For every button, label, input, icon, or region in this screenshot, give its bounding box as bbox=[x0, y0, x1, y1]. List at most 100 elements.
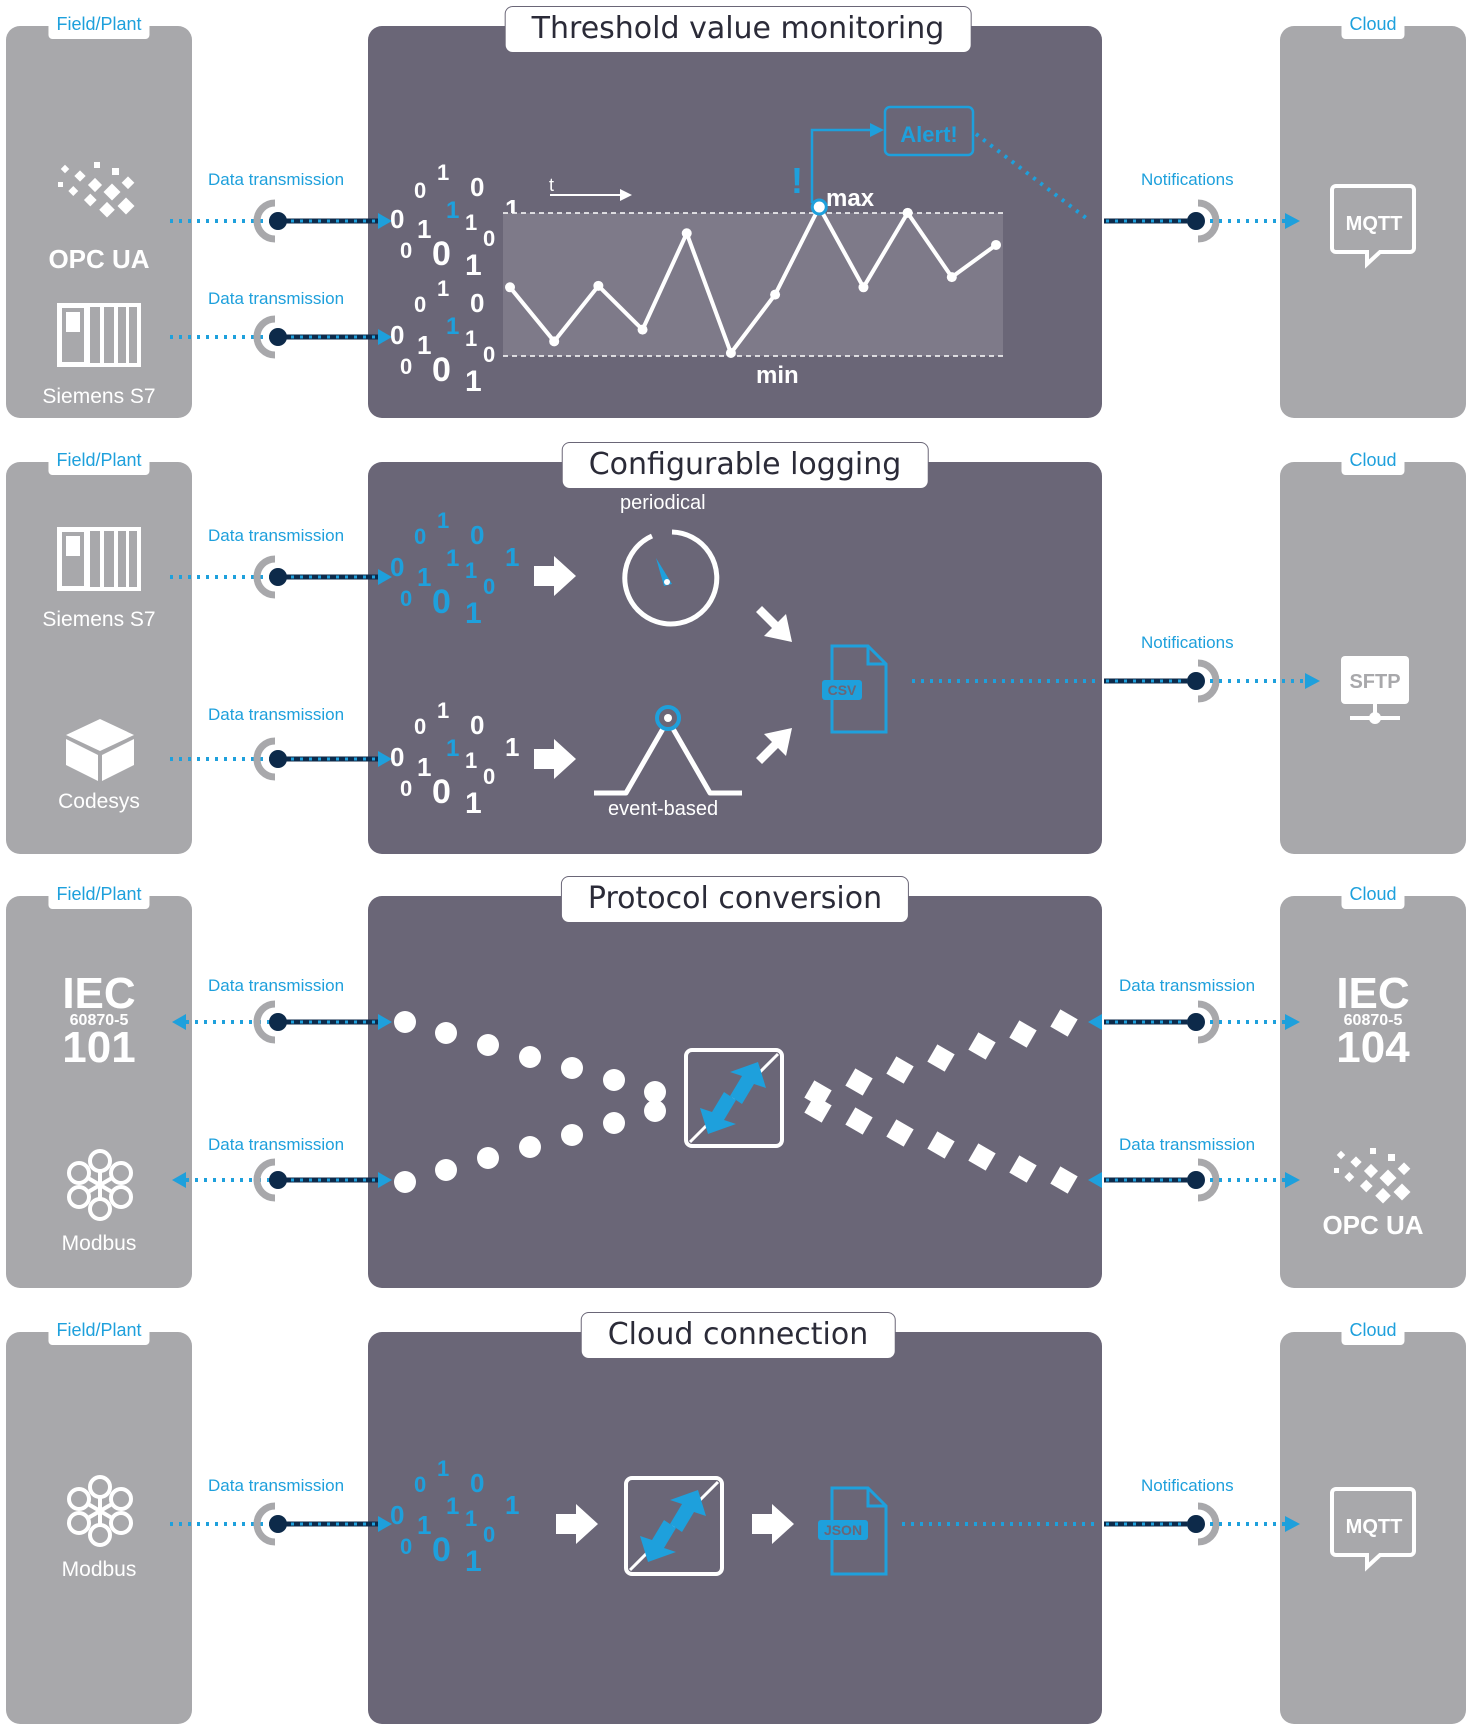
svg-text:1: 1 bbox=[417, 1510, 431, 1540]
alert-label: Alert! bbox=[900, 122, 957, 147]
title-cloud-connection: Cloud connection bbox=[580, 1312, 896, 1359]
field-plant-label: Field/Plant bbox=[48, 12, 150, 39]
threshold-point bbox=[858, 282, 869, 293]
section-threshold: Field/Plant Cloud bbox=[0, 0, 1477, 418]
field-plant-panel: Field/Plant bbox=[6, 882, 192, 1288]
connector-left-bottom bbox=[170, 737, 392, 781]
svg-text:1: 1 bbox=[465, 787, 482, 820]
data-transmission-label-2: Data transmission bbox=[208, 705, 345, 724]
svg-text:0: 0 bbox=[432, 1531, 451, 1569]
converter-icon bbox=[624, 1476, 724, 1576]
svg-text:1: 1 bbox=[437, 508, 449, 533]
connector-left-top bbox=[170, 555, 392, 599]
arrow-diag-down bbox=[756, 606, 792, 642]
threshold-point bbox=[637, 324, 648, 335]
svg-text:0: 0 bbox=[432, 773, 451, 811]
svg-text:1: 1 bbox=[417, 214, 431, 244]
svg-text:0: 0 bbox=[432, 351, 451, 389]
svg-text:1: 1 bbox=[465, 249, 482, 282]
mqtt-icon bbox=[1330, 184, 1416, 269]
codesys-label: Codesys bbox=[58, 790, 140, 813]
threshold-point bbox=[946, 272, 957, 283]
svg-text:0: 0 bbox=[400, 1534, 412, 1559]
iec101-logo: IEC 60870-5 101 bbox=[6, 969, 192, 1072]
svg-text:1: 1 bbox=[417, 330, 431, 360]
svg-text:0: 0 bbox=[483, 342, 495, 367]
arrow-right-bottom bbox=[534, 739, 576, 779]
threshold-diagram: 01 01 01 11 00 01 01 01 01 11 00 01 t ma… bbox=[57, 105, 1416, 398]
data-transmission-label-2: Data transmission bbox=[208, 289, 345, 308]
connector-left-bottom bbox=[172, 1158, 392, 1202]
iec101-big-bottom: 101 bbox=[62, 1023, 136, 1072]
opcua-icon bbox=[58, 162, 135, 218]
data-transmission-label-1: Data transmission bbox=[208, 526, 345, 545]
threshold-point bbox=[770, 289, 781, 300]
arrow-right-top bbox=[534, 556, 576, 596]
logging-panel bbox=[368, 462, 1102, 854]
svg-text:1: 1 bbox=[465, 748, 477, 773]
svg-text:0: 0 bbox=[400, 238, 412, 263]
svg-text:0: 0 bbox=[400, 354, 412, 379]
threshold-point bbox=[681, 228, 692, 239]
svg-text:0: 0 bbox=[414, 1472, 426, 1497]
title-logging: Configurable logging bbox=[561, 442, 929, 489]
svg-text:0: 0 bbox=[390, 320, 404, 350]
svg-text:1: 1 bbox=[465, 326, 477, 351]
sftp-icon bbox=[1341, 656, 1409, 724]
arrow-diag-up bbox=[756, 728, 792, 764]
svg-text:0: 0 bbox=[390, 1500, 404, 1530]
svg-text:0: 0 bbox=[483, 226, 495, 251]
svg-text:1: 1 bbox=[437, 276, 449, 301]
field-plant-label: Field/Plant bbox=[48, 1318, 150, 1345]
svg-text:0: 0 bbox=[390, 742, 404, 772]
svg-text:1: 1 bbox=[465, 365, 482, 398]
threshold-point bbox=[902, 207, 913, 218]
alert-path bbox=[810, 123, 1092, 223]
svg-text:0: 0 bbox=[390, 552, 404, 582]
max-label: max bbox=[826, 185, 875, 212]
time-arrow bbox=[550, 189, 632, 201]
time-label: t bbox=[549, 175, 554, 195]
iec104-big-bottom: 104 bbox=[1336, 1023, 1410, 1072]
data-transmission-label-4: Data transmission bbox=[1119, 1135, 1256, 1154]
title-protocol: Protocol conversion bbox=[560, 876, 910, 923]
svg-text:1: 1 bbox=[465, 558, 477, 583]
cloud-label: Cloud bbox=[1341, 12, 1405, 39]
iec104-logo: IEC 60870-5 104 bbox=[1280, 972, 1466, 1072]
opcua-icon bbox=[1334, 1148, 1411, 1204]
svg-text:1: 1 bbox=[505, 542, 519, 572]
svg-text:1: 1 bbox=[446, 735, 459, 762]
siemens-s7-label: Siemens S7 bbox=[42, 608, 156, 631]
cloud-panel: Cloud bbox=[1280, 1318, 1466, 1724]
siemens-s7-label: Siemens S7 bbox=[42, 385, 156, 408]
svg-text:1: 1 bbox=[446, 313, 459, 340]
notifications-label: Notifications bbox=[1141, 1476, 1234, 1495]
svg-text:0: 0 bbox=[414, 714, 426, 739]
svg-text:0: 0 bbox=[470, 1468, 484, 1498]
svg-text:1: 1 bbox=[437, 160, 449, 185]
threshold-point bbox=[991, 239, 1001, 250]
converter-icon bbox=[684, 1048, 784, 1148]
connector-right-bottom bbox=[1088, 1158, 1300, 1202]
iec101-big-top: IEC bbox=[62, 969, 136, 1018]
clock-icon bbox=[622, 529, 720, 627]
arrow-right-2 bbox=[752, 1504, 794, 1544]
json-file-icon bbox=[818, 1486, 888, 1576]
threshold-point bbox=[505, 282, 515, 293]
svg-text:0: 0 bbox=[400, 776, 412, 801]
section-logging: Field/Plant Cloud bbox=[0, 436, 1477, 854]
periodical-label: periodical bbox=[620, 492, 706, 514]
cloud-panel: Cloud bbox=[1280, 882, 1466, 1288]
connector-left-bottom bbox=[170, 315, 392, 359]
field-plant-label: Field/Plant bbox=[48, 448, 150, 475]
connector-right bbox=[912, 659, 1320, 703]
svg-text:1: 1 bbox=[505, 732, 519, 762]
svg-text:1: 1 bbox=[446, 545, 459, 572]
codesys-icon bbox=[66, 719, 134, 781]
svg-text:0: 0 bbox=[470, 710, 484, 740]
svg-text:1: 1 bbox=[417, 562, 431, 592]
